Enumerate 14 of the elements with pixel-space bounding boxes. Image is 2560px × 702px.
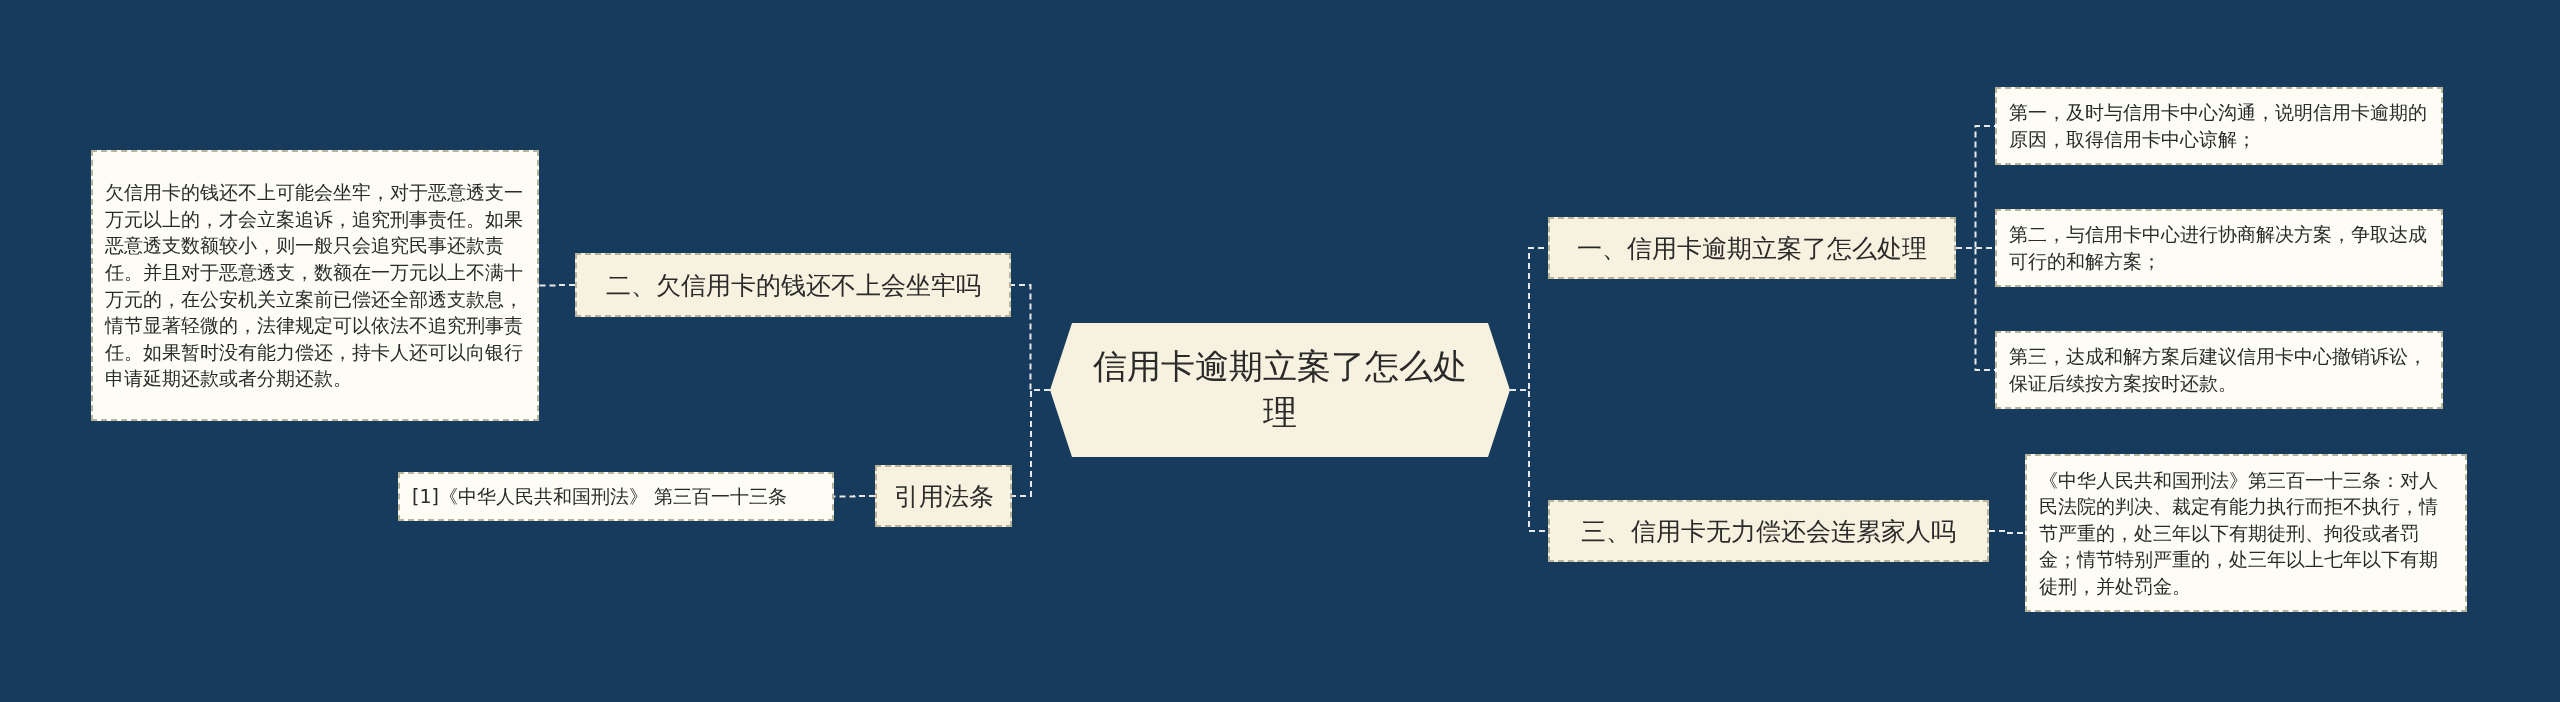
connector-line [1011, 389, 1051, 497]
connector-line [538, 284, 576, 287]
topic-box: 引用法条 [875, 465, 1012, 527]
connector-line [1988, 530, 2026, 534]
note-box: 第一，及时与信用卡中心沟通，说明信用卡逾期的原因，取得信用卡中心谅解； [1995, 87, 2443, 165]
topic-box: 三、信用卡无力偿还会连累家人吗 [1548, 500, 1989, 562]
note-box: 欠信用卡的钱还不上可能会坐牢，对于恶意透支一万元以上的，才会立案追诉，追究刑事责任。如果恶意透支数额较小，则一般只会追究民事还款责任。并且对于恶意透支，数额在一万元以上不满十万元的，在公安机关立案前已偿还全部透支款息，情节显著轻微的，法律规定可以依法不追究刑事责任。如果暂时没有能力偿还，持卡人还可以向银行申请延期还款或者分期还款。 [91, 150, 539, 421]
topic-hexagon: 信用卡逾期立案了怎么处理 [1050, 323, 1510, 457]
note-box: 第二，与信用卡中心进行协商解决方案，争取达成可行的和解方案； [1995, 209, 2443, 287]
topic-box: 二、欠信用卡的钱还不上会坐牢吗 [575, 253, 1011, 317]
note-box: 《中华人民共和国刑法》第三百一十三条：对人民法院的判决、裁定有能力执行而拒不执行，情节严重的，处三年以下有期徒刑、拘役或者罚金；情节特别严重的，处三年以上七年以下有期徒刑，并处罚金。 [2025, 454, 2467, 612]
topic-box: 一、信用卡逾期立案了怎么处理 [1548, 217, 1956, 279]
note-box: [1]《中华人民共和国刑法》 第三百一十三条 [398, 472, 834, 521]
note-box: 第三，达成和解方案后建议信用卡中心撤销诉讼，保证后续按方案按时还款。 [1995, 331, 2443, 409]
